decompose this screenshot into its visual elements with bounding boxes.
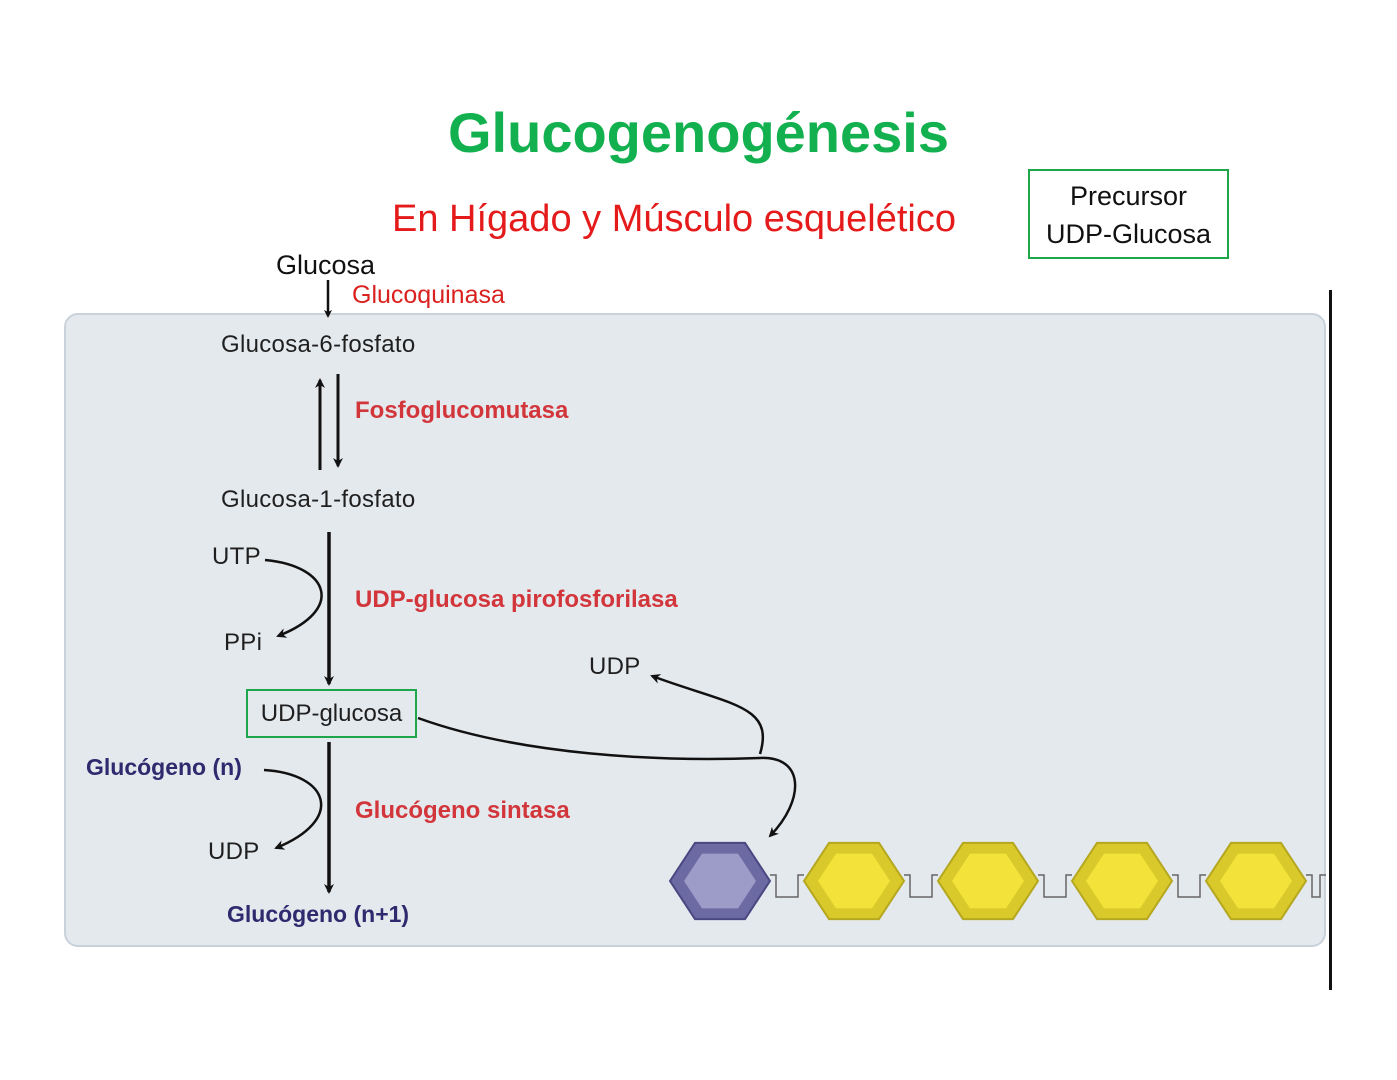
- udp-product-label: UDP: [208, 838, 260, 865]
- ppi-label: PPi: [224, 629, 263, 656]
- fosfoglucomutasa-label: Fosfoglucomutasa: [355, 397, 569, 424]
- udp-glucosa-box: UDP-glucosa: [246, 689, 417, 738]
- new-glucose-unit-face: [684, 853, 756, 909]
- glucose-unit-face: [1220, 853, 1292, 909]
- glycogen-chain: [668, 841, 1326, 921]
- udp-glucosa-pirofosforilasa-label: UDP-glucosa pirofosforilasa: [355, 586, 678, 613]
- page-title: Glucogenogénesis: [448, 101, 949, 164]
- glucosa-6-fosfato-label: Glucosa-6-fosfato: [221, 331, 416, 358]
- precursor-value: UDP-Glucosa: [1045, 219, 1212, 249]
- glycosidic-link: [1038, 874, 1072, 898]
- glucose-unit-face: [1086, 853, 1158, 909]
- divider-line: [1329, 290, 1332, 990]
- subtitle: En Hígado y Músculo esquelético: [392, 198, 956, 240]
- precursor-box: Precursor UDP-Glucosa: [1028, 169, 1229, 259]
- glucogeno-n-label: Glucógeno (n): [86, 754, 242, 780]
- utp-label: UTP: [212, 543, 261, 570]
- glycosidic-link: [1306, 874, 1326, 898]
- glucogeno-n1-label: Glucógeno (n+1): [227, 901, 410, 927]
- glucosa-label: Glucosa: [276, 250, 376, 280]
- glucose-unit-face: [818, 853, 890, 909]
- udp-glucosa-transfer-curve: [417, 716, 797, 838]
- glucogeno-udp-curve: [263, 768, 323, 850]
- glucose-unit-face: [952, 853, 1024, 909]
- glucogeno-sintasa-label: Glucógeno sintasa: [355, 797, 570, 824]
- glycosidic-link: [904, 874, 938, 898]
- glycosidic-link: [1172, 874, 1206, 898]
- udp-release-curve: [650, 674, 765, 755]
- udp-released-label: UDP: [589, 653, 641, 680]
- utp-ppi-curve: [264, 558, 323, 638]
- glucoquinasa-label: Glucoquinasa: [352, 281, 505, 309]
- glucosa-1-fosfato-label: Glucosa-1-fosfato: [221, 486, 416, 513]
- precursor-label: Precursor: [1069, 181, 1188, 211]
- glycosidic-link: [770, 874, 804, 898]
